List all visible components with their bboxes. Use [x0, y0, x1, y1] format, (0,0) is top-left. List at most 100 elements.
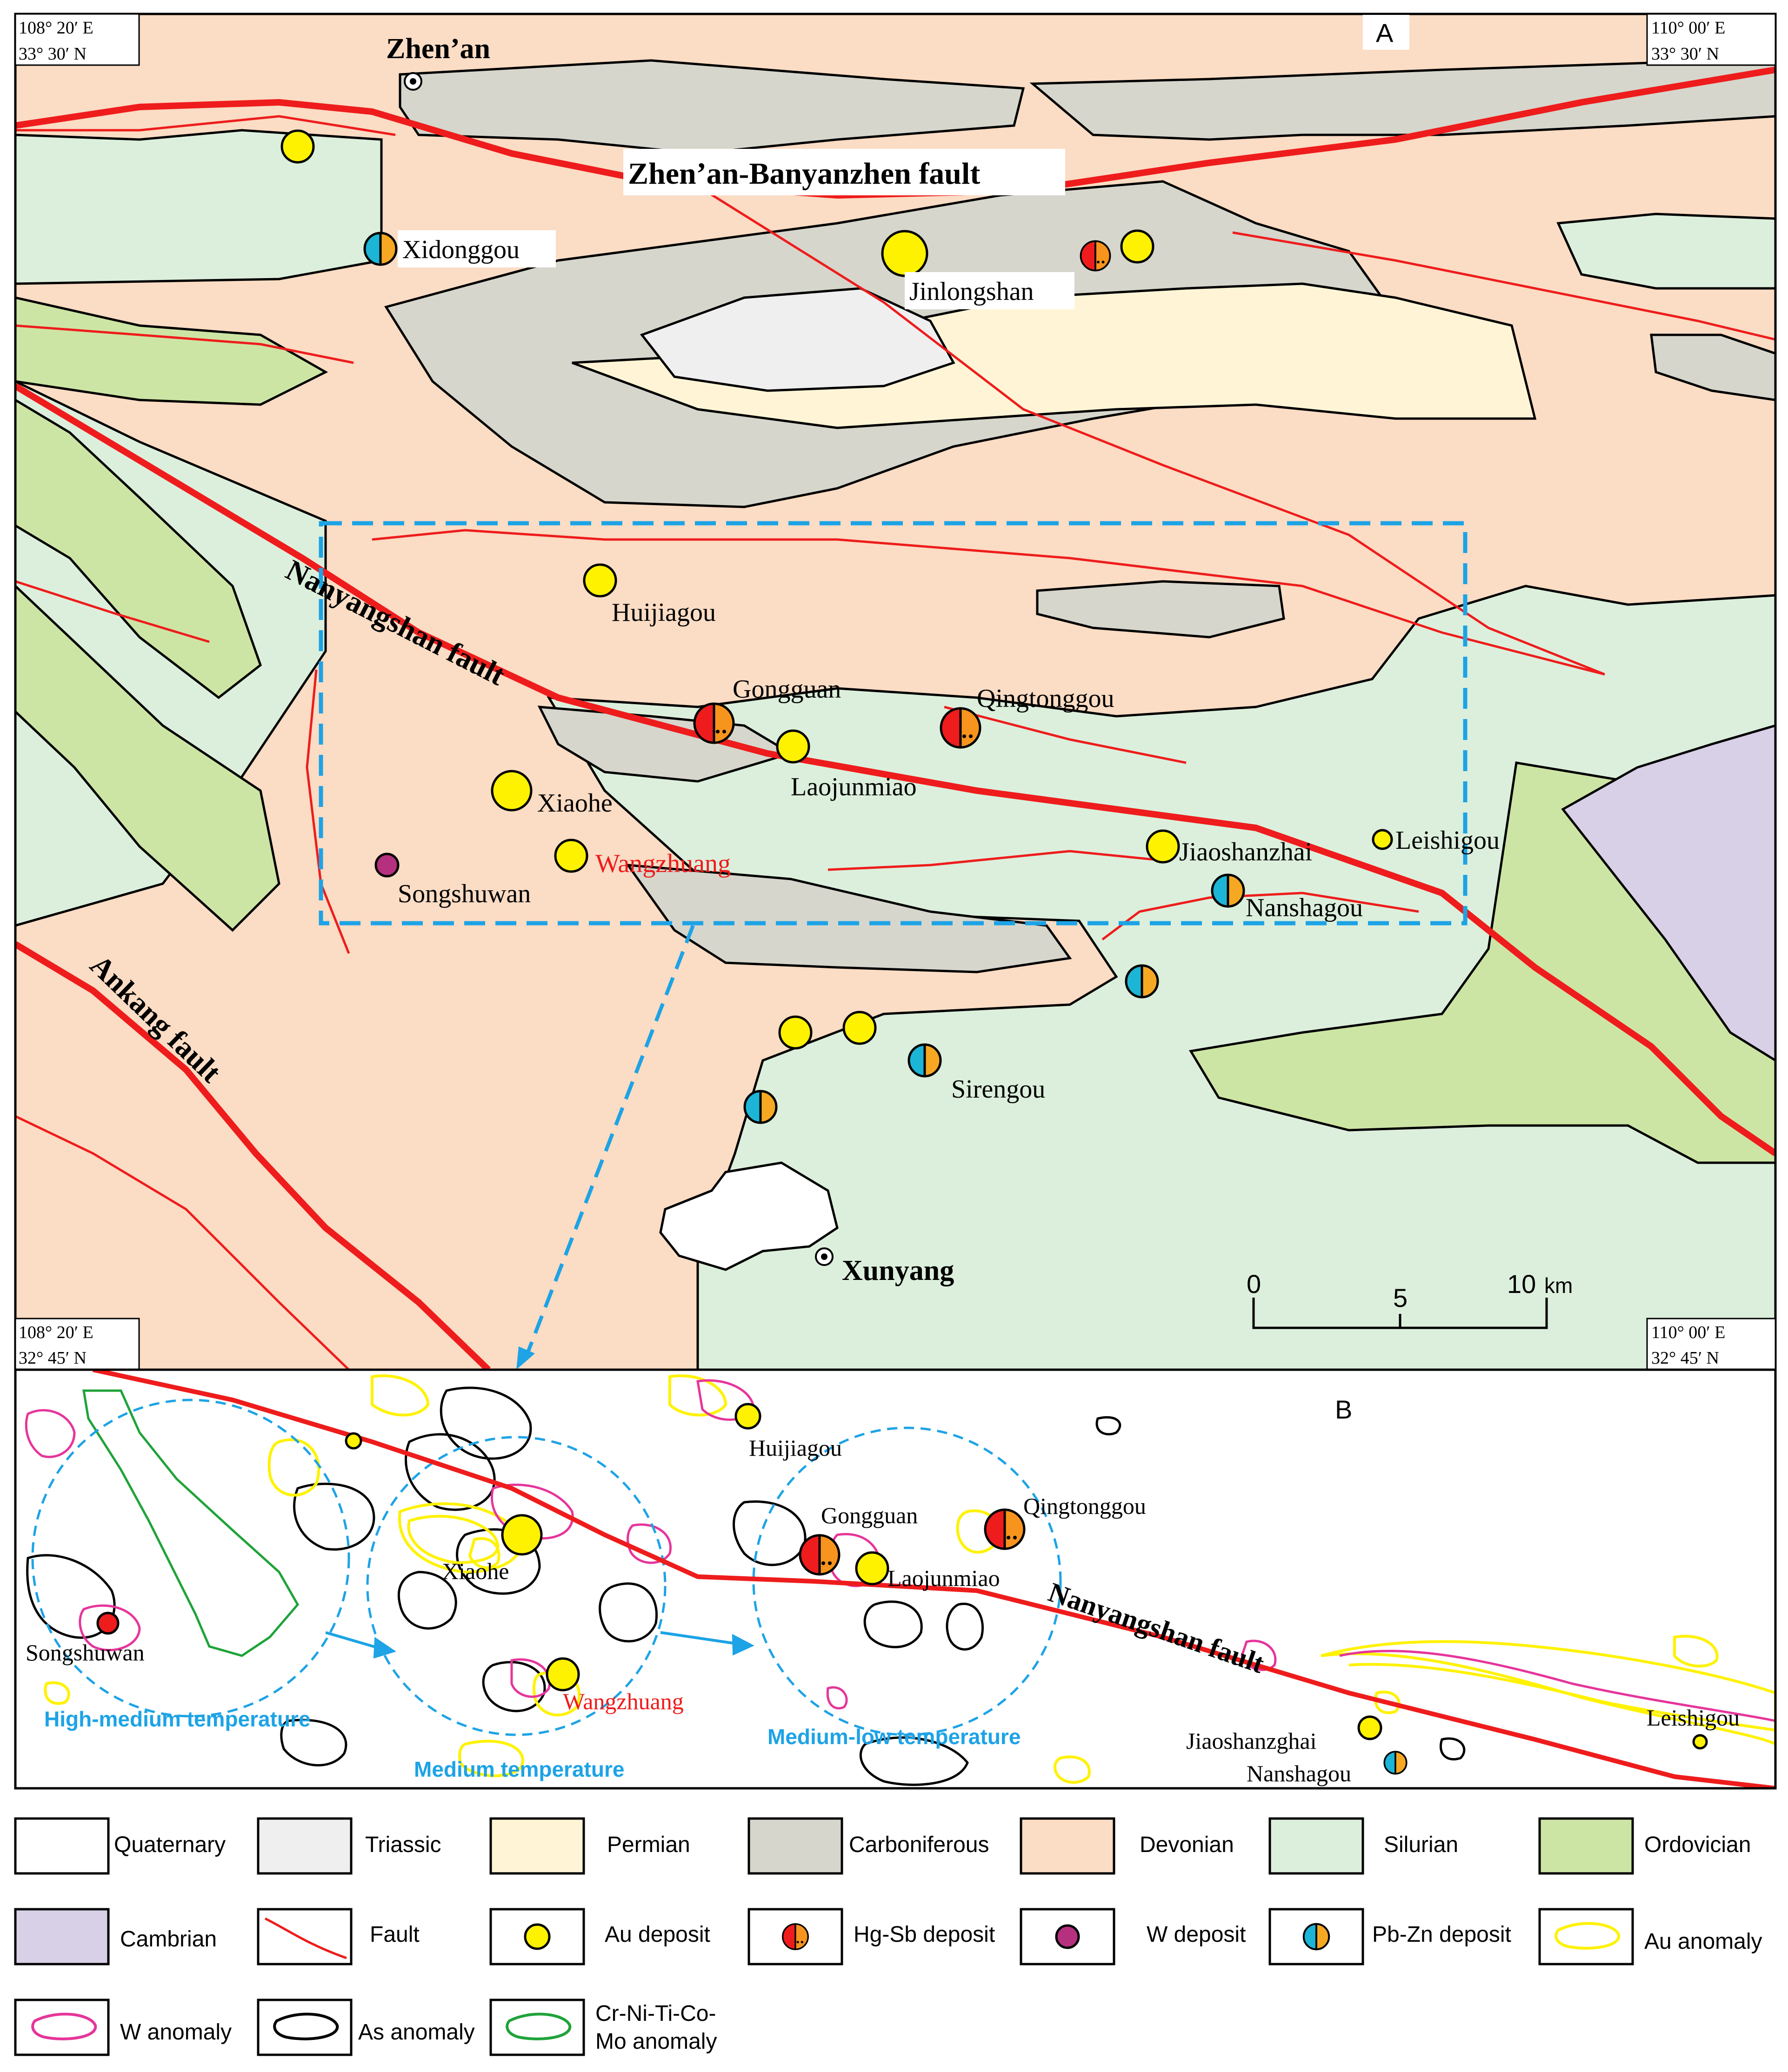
legend-label-quaternary: Quaternary: [114, 1832, 226, 1857]
legend-label-fault: Fault: [370, 1922, 420, 1947]
coord-bl-lon: 108° 20′ E: [19, 1323, 93, 1342]
deposit-label-laojunmiao: Laojunmiao: [791, 773, 917, 801]
panel-b-label: B: [1335, 1395, 1352, 1424]
deposit-label-leishigou: Leishigou: [1395, 826, 1500, 855]
legend-label-silurian: Silurian: [1384, 1832, 1458, 1857]
panel-b-frame: [14, 1368, 1777, 1790]
zoom-arrow: [524, 925, 695, 1359]
silurian-unit-west: [15, 129, 383, 285]
deposit-label-huijiagou: Huijiagou: [612, 598, 716, 627]
silurian-unit-central: [547, 585, 1775, 1370]
permian-unit: [572, 282, 1537, 429]
deposit-label-songshuwan: Songshuwan: [398, 879, 531, 908]
coord-tl-lat: 33° 30′ N: [19, 44, 87, 64]
zone-arrows: [325, 1631, 754, 1659]
scale-bar: 0 5 10 km: [1247, 1269, 1573, 1329]
legend-label-devonian: Devonian: [1140, 1832, 1234, 1857]
b-label-nanshagou: Nanshagou: [1247, 1760, 1351, 1786]
study-area-box: [319, 521, 1468, 926]
deposit-label-xiaohe: Xiaohe: [537, 789, 613, 818]
legend-swatch-triassic: [257, 1817, 353, 1875]
legend-swatch-devonian: [1020, 1817, 1115, 1875]
scale-unit: km: [1544, 1273, 1573, 1298]
ordovician-unit-west: [15, 399, 262, 700]
nanyangshan-fault-b: [92, 1370, 1775, 1788]
quaternary-unit: [659, 1161, 839, 1271]
svg-text:Zhen’an-Banyanzhen fault: Zhen’an-Banyanzhen fault: [628, 157, 980, 191]
legend-label-permian: Permian: [607, 1832, 690, 1857]
nanyangshan-fault-line: [15, 383, 1775, 1156]
carboniferous-unit-south: [625, 864, 1072, 973]
panel-a-map: [15, 14, 1775, 1370]
legend-swatch-silurian: [1268, 1817, 1364, 1875]
deposit-label-jiaoshanzhai: Jiaoshanzhai: [1179, 838, 1312, 866]
thin-faults: [15, 115, 1775, 1370]
legend-swatch-carboniferous: [747, 1817, 843, 1875]
carboniferous-unit-e: [1650, 333, 1775, 401]
w-anomalies: [25, 1379, 1775, 1722]
zone-label-medium: Medium temperature: [414, 1757, 624, 1781]
b-label-huijiagou: Huijiagou: [749, 1435, 842, 1461]
deposit-label-nanshagou: Nanshagou: [1246, 893, 1363, 922]
legend-swatch-w-anomaly: [14, 1999, 110, 2056]
legend-label-au-deposit: Au deposit: [605, 1922, 710, 1947]
zone-label-medium-low: Medium-low temperature: [767, 1725, 1021, 1749]
legend-label-carboniferous: Carboniferous: [849, 1832, 989, 1857]
legend-swatch-ordovician: [1538, 1817, 1634, 1875]
coord-tr-lat: 33° 30′ N: [1651, 44, 1719, 64]
b-label-jiaoshanzghai: Jiaoshanzghai: [1186, 1728, 1316, 1754]
cr-anomaly-outline: [82, 1389, 300, 1657]
zone-label-high-medium: High-medium temperature: [44, 1707, 311, 1731]
legend-label-cr-anomaly-1: Cr-Ni-Ti-Co-: [595, 2001, 716, 2026]
legend-label-cambrian: Cambrian: [120, 1927, 217, 1952]
town-xunyang-label: Xunyang: [842, 1255, 954, 1286]
cambrian-unit: [1561, 724, 1775, 1062]
scale-tick-5: 5: [1393, 1283, 1408, 1312]
scale-tick-10: 10: [1507, 1269, 1536, 1299]
b-label-songshuwan: Songshuwan: [26, 1639, 145, 1666]
silurian-unit-ne: [1556, 213, 1775, 290]
deposit-label-sirengou: Sirengou: [951, 1075, 1045, 1104]
town-zhenan: Zhen’an: [386, 33, 490, 91]
deposit-label-xidonggou: Xidonggou: [402, 235, 520, 264]
fault-label-zhenan: Zhen’an-Banyanzhen fault: [623, 149, 1065, 195]
legend-label-pbzn-deposit: Pb-Zn deposit: [1372, 1922, 1511, 1947]
deposits-panel-b: Huijiagou Gongguan Qingtonggou Laojunmia…: [26, 1403, 1740, 1786]
coord-br-lat: 32° 45′ N: [1651, 1348, 1719, 1368]
coord-tr-lon: 110° 00′ E: [1651, 18, 1725, 38]
carboniferous-unit-ne: [1029, 50, 1775, 141]
deposit-label-wangzhuang: Wangzhuang: [595, 849, 731, 878]
b-label-laojunmiao: Laojunmiao: [887, 1565, 1000, 1591]
ordovician-unit-west-2: [15, 584, 280, 932]
legend-swatch-quaternary: [14, 1817, 110, 1875]
legend-label-hgsb-deposit: Hg-Sb deposit: [854, 1922, 995, 1947]
b-label-xiaohe: Xiaohe: [442, 1558, 509, 1584]
legend-swatch-permian: [489, 1817, 585, 1875]
deposit-label-qingtonggou: Qingtonggou: [977, 684, 1114, 713]
b-label-gongguan: Gongguan: [821, 1502, 918, 1528]
panel-a-label: A: [1376, 18, 1394, 47]
ankang-fault-line: [15, 941, 491, 1370]
legend-swatch-cambrian: [14, 1908, 110, 1965]
coord-br-lon: 110° 00′ E: [1651, 1323, 1725, 1342]
ordovician-unit-nw: [15, 296, 328, 406]
legend-label-au-anomaly: Au anomaly: [1644, 1929, 1762, 1954]
legend-label-ordovician: Ordovician: [1644, 1832, 1751, 1857]
coord-tl-lon: 108° 20′ E: [19, 18, 93, 38]
legend: Quaternary Triassic Permian Carboniferou…: [14, 1817, 1762, 2056]
town-zhenan-label: Zhen’an: [386, 33, 490, 65]
coord-bl-lat: 32° 45′ N: [19, 1348, 87, 1368]
triassic-unit: [640, 287, 955, 392]
legend-label-w-deposit: W deposit: [1147, 1922, 1246, 1947]
b-label-wangzhuang: Wangzhuang: [563, 1688, 684, 1714]
deposits-panel-a: Xidonggou Jinlongshan Huijiagou Gongguan…: [282, 131, 1500, 1123]
temperature-zones: [31, 1399, 1062, 1736]
deposit-label-jinlongshan: Jinlongshan: [909, 277, 1034, 306]
legend-swatch-hgsb: [747, 1908, 843, 1965]
panel-b-map: Huijiagou Gongguan Qingtonggou Laojunmia…: [15, 1370, 1775, 1788]
legend-label-cr-anomaly-2: Mo anomaly: [595, 2029, 717, 2054]
deposit-label-gongguan: Gongguan: [733, 675, 841, 704]
legend-label-w-anomaly: W anomaly: [120, 2020, 232, 2045]
scale-tick-0: 0: [1247, 1269, 1261, 1299]
